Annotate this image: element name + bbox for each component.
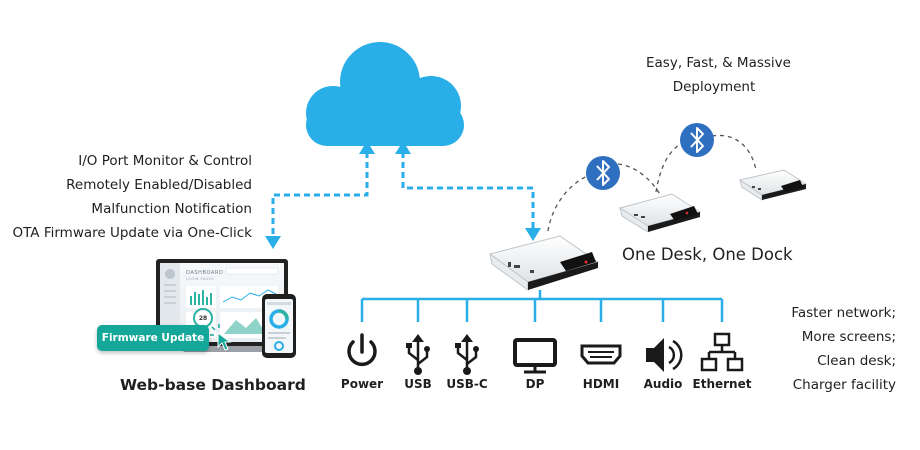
arrow-up-left: [359, 141, 375, 154]
arrow-down-dashboard: [265, 236, 281, 249]
gauge-value: 28: [199, 315, 207, 322]
deployment-line: Easy, Fast, & Massive: [646, 55, 791, 71]
port-label-ethernet: Ethernet: [692, 377, 752, 391]
benefit-list: Faster network; More screens; Clean desk…: [791, 301, 896, 397]
port-tree: [360, 290, 724, 322]
port-label-power: Power: [340, 377, 384, 391]
port-label-usb-c: USB-C: [446, 377, 488, 391]
benefit-item: Charger facility: [792, 377, 896, 393]
connector-to-dock: [401, 152, 535, 228]
cursor-icon: [210, 324, 232, 351]
deployment-line: Deployment: [672, 79, 756, 95]
deployment-text: Easy, Fast, & Massive Deployment: [646, 51, 791, 99]
benefit-item: Faster network;: [791, 305, 896, 321]
docking-station-icon: [738, 169, 808, 201]
arrow-down-dock: [525, 228, 541, 241]
feature-item: OTA Firmware Update via One-Click: [12, 225, 252, 241]
benefit-item: More screens;: [801, 329, 896, 345]
cloud-icon: [306, 42, 464, 146]
feature-item: Remotely Enabled/Disabled: [66, 177, 252, 193]
port-label-dp: DP: [525, 377, 545, 391]
usb-icon: [455, 334, 479, 375]
connector-to-dashboard: [271, 152, 369, 236]
benefit-item: Clean desk;: [817, 353, 896, 369]
hdmi-icon: [580, 344, 622, 365]
dashboard-screen-title: DASHBOARD: [186, 270, 223, 276]
docking-station-icon: [618, 193, 702, 233]
phone-icon: [262, 294, 296, 358]
feature-item: I/O Port Monitor & Control: [78, 153, 252, 169]
bt-link-4: [711, 134, 757, 171]
port-label-hdmi: HDMI: [582, 377, 620, 391]
dashboard-screen-subtitle: LOGIN PAGES: [186, 277, 214, 281]
one-desk-label: One Desk, One Dock: [622, 245, 793, 264]
feature-item: Malfunction Notification: [91, 201, 252, 217]
cloud-connectors: [271, 152, 535, 236]
monitor-icon: [513, 338, 557, 374]
arrow-up-right: [395, 141, 411, 154]
connector-arrows: [265, 141, 541, 249]
laptop-icon: DASHBOARD LOGIN PAGES: [156, 259, 288, 352]
network-icon: [700, 332, 744, 372]
port-label-audio: Audio: [643, 377, 683, 391]
port-label-usb: USB: [404, 377, 432, 391]
bluetooth-icon: [586, 156, 620, 190]
firmware-update-badge[interactable]: Firmware Update: [97, 325, 209, 351]
docking-station-icon: [488, 235, 600, 291]
bluetooth-icon: [680, 123, 714, 157]
bt-link-3: [655, 141, 685, 193]
feature-list: I/O Port Monitor & Control Remotely Enab…: [12, 149, 252, 245]
bt-link-1: [547, 173, 593, 232]
bt-link-2: [617, 163, 662, 197]
dashboard-label: Web-base Dashboard: [120, 376, 306, 394]
speaker-icon: [646, 338, 683, 372]
bluetooth-links: [547, 134, 757, 232]
power-icon: [347, 333, 377, 367]
usb-icon: [406, 334, 430, 375]
